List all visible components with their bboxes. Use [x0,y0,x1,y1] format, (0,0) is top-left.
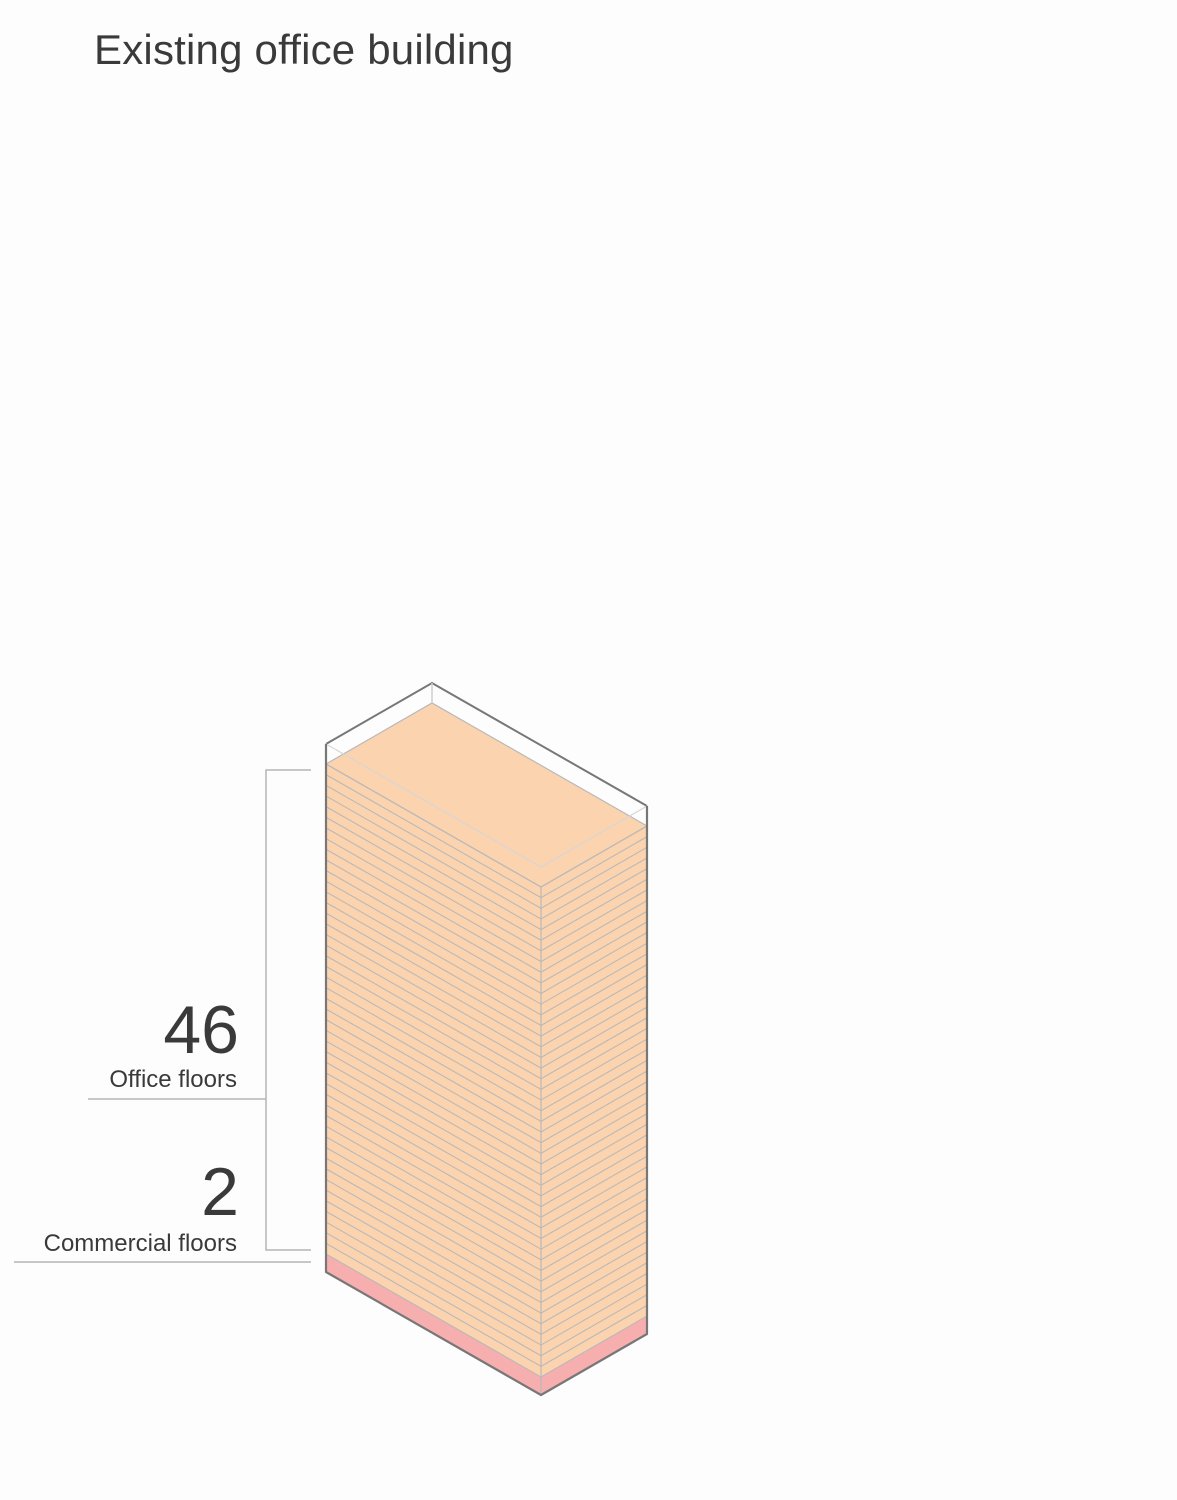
parapet-front-edge [325,743,542,868]
commercial-floors-count: 2 [201,1154,239,1230]
diagram-title: Existing office building [94,26,514,73]
office-floors-label: Office floors [109,1066,237,1093]
building-outline [324,744,649,1397]
commercial-floor-side [541,1316,647,1395]
commercial-floors-label: Commercial floors [43,1230,237,1257]
commercial-floor-front [326,1254,541,1395]
office-floors-count: 46 [163,992,239,1068]
building-block [324,681,649,1397]
floor-bracket [14,769,311,1263]
parapet-front-edge [540,805,648,868]
bracket-line [265,769,311,1251]
